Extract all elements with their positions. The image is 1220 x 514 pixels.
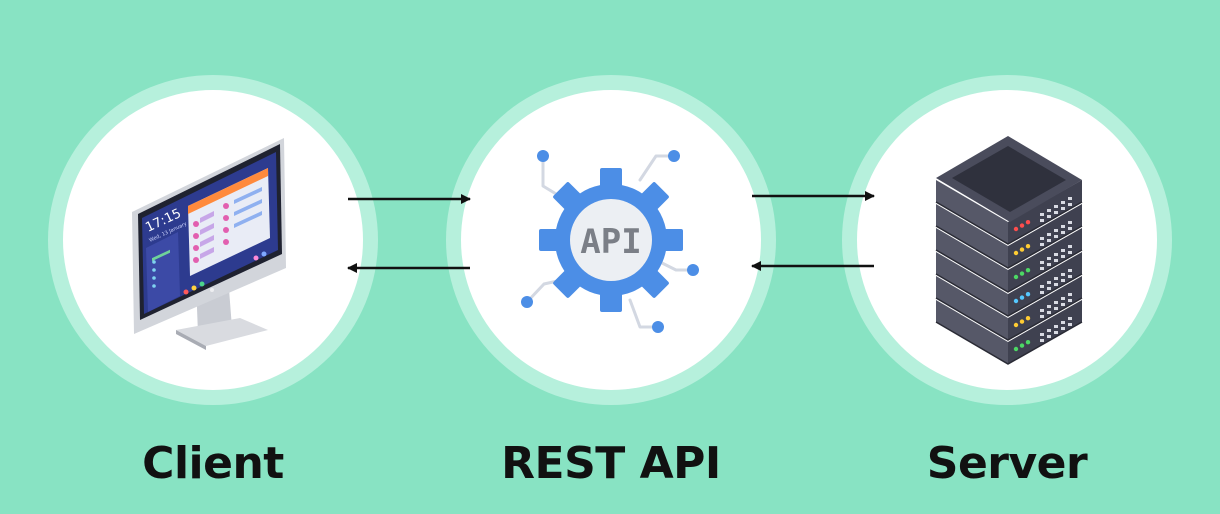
status-led	[1013, 250, 1019, 256]
rest-api-label: REST API	[501, 438, 721, 489]
status-led	[1025, 316, 1031, 321]
api-badge-text: API	[580, 222, 641, 262]
status-led	[1013, 226, 1019, 232]
server-label: Server	[926, 438, 1088, 489]
status-led	[1019, 295, 1025, 300]
status-led	[1025, 340, 1031, 345]
server-rack-icon	[935, 136, 1083, 365]
api-gear-icon: API	[521, 150, 699, 333]
status-led	[1025, 244, 1031, 249]
status-led	[1013, 298, 1019, 304]
server-unit	[935, 276, 1083, 341]
status-led	[1013, 322, 1019, 328]
status-led	[1013, 274, 1019, 280]
api-circle	[446, 75, 776, 405]
status-led	[1019, 343, 1025, 348]
status-led	[1019, 271, 1025, 276]
server-unit	[935, 228, 1083, 293]
client-label: Client	[142, 438, 284, 489]
status-led	[1019, 247, 1025, 252]
desktop-computer-icon: 17:15 Wed, 13 January	[132, 138, 286, 350]
server-unit	[935, 204, 1083, 269]
status-led	[1025, 220, 1031, 225]
server-unit	[935, 300, 1083, 365]
server-unit	[935, 252, 1083, 317]
status-led	[1019, 223, 1025, 228]
status-led	[1019, 319, 1025, 324]
status-led	[1013, 346, 1019, 352]
server-unit	[935, 180, 1083, 245]
status-led	[1025, 292, 1031, 297]
status-led	[1025, 268, 1031, 273]
